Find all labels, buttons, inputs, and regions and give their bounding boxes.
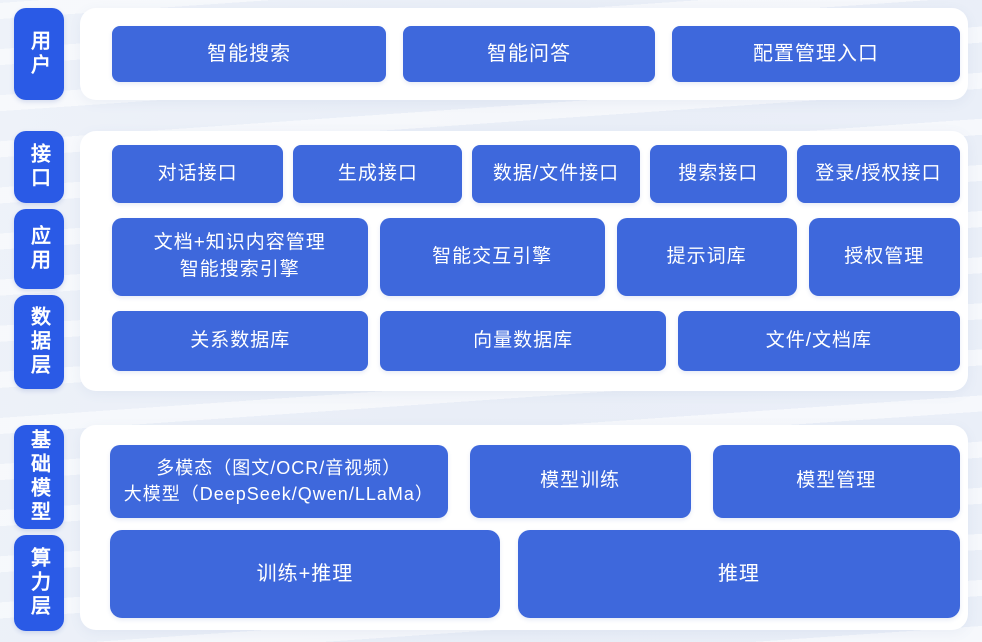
block-inference: 推理 [517,530,960,618]
data-row: 关系数据库 向量数据库 文件/文档库 [112,311,960,371]
block-doc-knowledge-search-engine: 文档+知识内容管理 智能搜索引擎 [112,218,368,296]
layer-label-foundation-model: 基础模型 [14,425,64,529]
block-multimodal-llm: 多模态（图文/OCR/音视频） 大模型（DeepSeek/Qwen/LLaMa） [110,445,448,518]
layer-label-data: 数据层 [14,295,64,389]
middle-layers-panel: 对话接口 生成接口 数据/文件接口 搜索接口 登录/授权接口 文档+知识内容管理… [80,131,968,391]
block-smart-qa: 智能问答 [403,26,655,82]
block-doc-knowledge-line2: 智能搜索引擎 [179,259,300,280]
block-smart-search: 智能搜索 [112,26,387,82]
block-vector-db: 向量数据库 [380,311,666,371]
layer-label-api: 接口 [14,131,64,203]
block-data-file-api: 数据/文件接口 [472,145,640,203]
block-auth-management: 授权管理 [808,218,960,296]
user-layer-rail: 用户 [14,8,64,100]
block-login-auth-api: 登录/授权接口 [796,145,960,203]
api-row: 对话接口 生成接口 数据/文件接口 搜索接口 登录/授权接口 [112,145,960,203]
block-file-doc-store: 文件/文档库 [677,311,960,371]
block-generation-api: 生成接口 [293,145,463,203]
block-multimodal-llm-line1: 多模态（图文/OCR/音视频） [156,458,402,479]
block-prompt-library: 提示词库 [616,218,797,296]
middle-layers-rail: 接口 应用 数据层 [14,131,64,391]
block-interaction-engine: 智能交互引擎 [379,218,605,296]
bottom-layers-panel: 多模态（图文/OCR/音视频） 大模型（DeepSeek/Qwen/LLaMa）… [80,425,968,630]
layer-label-compute: 算力层 [14,535,64,631]
block-relational-db: 关系数据库 [112,311,369,371]
application-row: 文档+知识内容管理 智能搜索引擎 智能交互引擎 提示词库 授权管理 [112,218,960,296]
user-actions-row: 智能搜索 智能问答 配置管理入口 [112,26,960,82]
block-multimodal-llm-line2: 大模型（DeepSeek/Qwen/LLaMa） [123,483,434,504]
block-model-training: 模型训练 [469,445,691,518]
middle-layers-band: 接口 应用 数据层 对话接口 生成接口 数据/文件接口 搜索接口 登录/授权接口… [14,131,968,391]
model-row: 多模态（图文/OCR/音视频） 大模型（DeepSeek/Qwen/LLaMa）… [110,445,960,518]
bottom-layers-band: 基础模型 算力层 多模态（图文/OCR/音视频） 大模型（DeepSeek/Qw… [14,425,968,631]
block-training-inference: 训练+推理 [110,530,500,618]
bottom-layers-rail: 基础模型 算力层 [14,425,64,631]
block-doc-knowledge-line1: 文档+知识内容管理 [153,232,326,254]
compute-row: 训练+推理 推理 [110,530,960,618]
block-config-management-entry: 配置管理入口 [671,26,960,82]
layer-label-user: 用户 [14,8,64,100]
block-model-management: 模型管理 [712,445,960,518]
layer-label-application: 应用 [14,209,64,289]
user-layer-band: 用户 智能搜索 智能问答 配置管理入口 [14,8,968,100]
user-layer-panel: 智能搜索 智能问答 配置管理入口 [80,8,968,100]
block-dialog-api: 对话接口 [112,145,284,203]
block-search-api: 搜索接口 [649,145,787,203]
